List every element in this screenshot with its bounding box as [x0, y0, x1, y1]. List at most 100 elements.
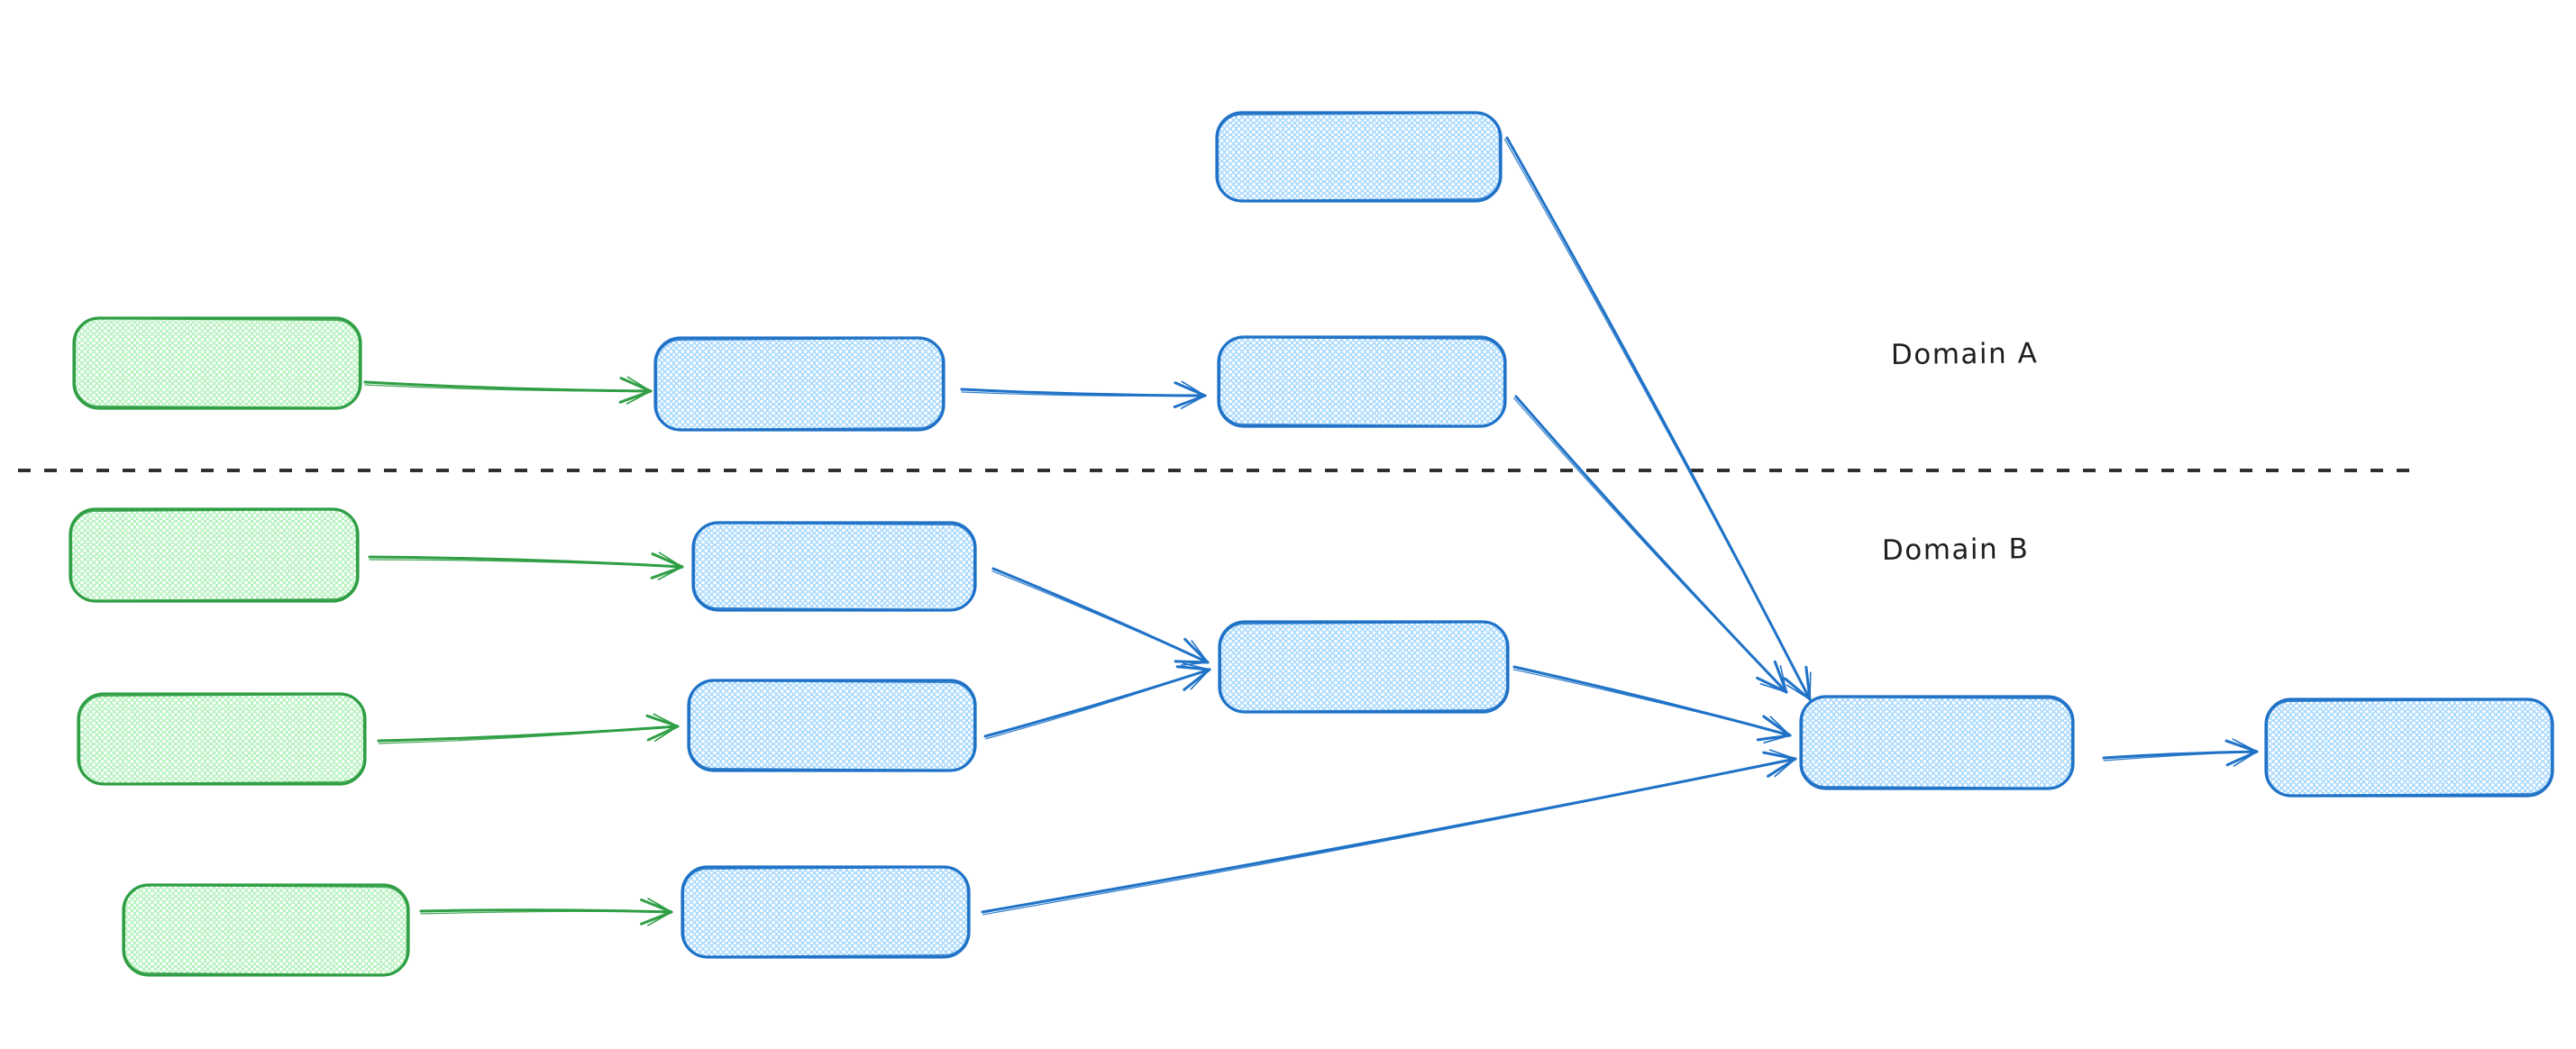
arrowhead	[658, 552, 683, 568]
arrowhead	[1804, 665, 1812, 701]
node-body	[1215, 111, 1503, 203]
arrowhead	[651, 552, 684, 569]
arrowhead	[1180, 661, 1209, 667]
arrow-b3-to-conv[interactable]	[981, 749, 1797, 916]
arrowhead	[645, 714, 680, 728]
node-green-3[interactable]	[77, 692, 367, 786]
arrowhead	[1175, 665, 1211, 671]
node-outline-sketch	[693, 523, 975, 610]
arrow-a2-to-conv[interactable]	[1513, 395, 1788, 694]
label-domain-a[interactable]: Domain A	[1891, 337, 2039, 371]
arrow-shaft-sketch	[2103, 751, 2252, 762]
arrowhead	[1774, 758, 1796, 778]
arrow-shaft-sketch	[364, 384, 646, 392]
node-outline-sketch	[655, 338, 944, 430]
arrow-shaft	[960, 388, 1207, 397]
arrowhead	[626, 376, 652, 392]
arrowhead	[1183, 637, 1210, 664]
arrowhead	[1762, 751, 1797, 761]
arrowhead	[647, 898, 672, 913]
node-blue-b3[interactable]	[681, 865, 971, 959]
node-outline-sketch	[70, 509, 358, 601]
node-blue-top[interactable]	[1215, 111, 1503, 203]
node-green-2[interactable]	[69, 507, 360, 603]
node-outline-sketch	[1217, 113, 1501, 201]
arrowhead	[1767, 757, 1797, 778]
node-body	[1218, 620, 1510, 714]
arrow-shaft-sketch	[982, 759, 1791, 916]
arrowhead	[1783, 677, 1812, 701]
arrow-shaft	[1505, 136, 1812, 701]
arrowhead	[646, 725, 680, 742]
arrowhead	[2232, 738, 2258, 753]
arrowhead	[618, 389, 653, 404]
node-body	[687, 679, 977, 772]
node-blue-a2[interactable]	[1217, 335, 1507, 428]
arrowhead	[1174, 381, 1207, 397]
node-body	[2264, 698, 2554, 798]
arrow-b1-to-mid[interactable]	[991, 567, 1210, 667]
arrowhead	[2233, 751, 2258, 767]
arrow-mid-to-conv[interactable]	[1512, 665, 1792, 743]
arrowhead	[1756, 734, 1792, 742]
arrowhead	[1809, 671, 1812, 700]
arrowhead	[619, 377, 653, 393]
node-outline-sketch	[74, 318, 361, 408]
node-blue-conv[interactable]	[1799, 695, 2075, 790]
arrowhead	[1762, 715, 1792, 737]
arrowhead	[1183, 668, 1211, 691]
node-body	[77, 692, 367, 786]
arrowhead	[1759, 683, 1787, 693]
arrow-shaft-sketch	[961, 391, 1201, 397]
arrowhead	[653, 725, 679, 742]
arrowhead	[1779, 664, 1787, 693]
arrow-a1-to-a2[interactable]	[960, 380, 1207, 410]
arrow-g4-to-b3[interactable]	[419, 898, 673, 926]
arrowhead	[1769, 716, 1791, 736]
arrow-g3-to-b2[interactable]	[377, 713, 680, 744]
arrowhead	[2224, 739, 2259, 753]
arrowhead	[1174, 660, 1210, 664]
arrow-b2-to-mid[interactable]	[983, 662, 1211, 740]
node-body	[72, 316, 362, 410]
arrow-shaft	[983, 668, 1211, 738]
arrowhead	[1190, 669, 1210, 690]
arrow-shaft-sketch	[1503, 138, 1808, 696]
arrow-conv-to-final[interactable]	[2102, 738, 2259, 767]
arrowhead	[657, 566, 683, 580]
node-outline-sketch	[1219, 337, 1505, 426]
node-outline-sketch	[78, 694, 365, 784]
node-green-1[interactable]	[72, 316, 362, 410]
arrowhead	[1183, 662, 1210, 670]
arrowhead	[640, 910, 673, 926]
node-blue-a1[interactable]	[653, 336, 945, 432]
node-body	[1217, 335, 1507, 428]
node-body	[691, 521, 977, 612]
arrow-shaft	[1514, 395, 1788, 694]
arrowhead	[640, 898, 673, 914]
node-body	[1799, 695, 2075, 790]
node-blue-final[interactable]	[2264, 698, 2554, 798]
arrowhead	[1173, 394, 1207, 408]
node-outline-sketch	[1219, 622, 1508, 712]
arrowhead	[1191, 640, 1209, 663]
arrow-shaft	[981, 757, 1797, 914]
node-outline-sketch	[689, 680, 975, 771]
arrowhead	[1180, 395, 1206, 410]
label-domain-b[interactable]: Domain B	[1882, 533, 2030, 567]
arrow-shaft-sketch	[1512, 669, 1786, 735]
arrowhead	[2225, 750, 2259, 767]
arrowhead	[650, 565, 684, 579]
node-green-4[interactable]	[122, 883, 410, 977]
arrow-shaft-sketch	[991, 570, 1204, 661]
node-blue-b2[interactable]	[687, 679, 977, 772]
node-blue-b1[interactable]	[691, 521, 977, 612]
arrowhead	[1768, 749, 1796, 760]
arrow-g1-to-a1[interactable]	[363, 376, 653, 405]
arrow-shaft-sketch	[369, 559, 678, 568]
arrowhead	[626, 390, 652, 405]
node-blue-mid[interactable]	[1218, 620, 1510, 714]
arrow-g2-to-b1[interactable]	[368, 552, 684, 580]
arrow-top-to-conv[interactable]	[1503, 136, 1812, 701]
